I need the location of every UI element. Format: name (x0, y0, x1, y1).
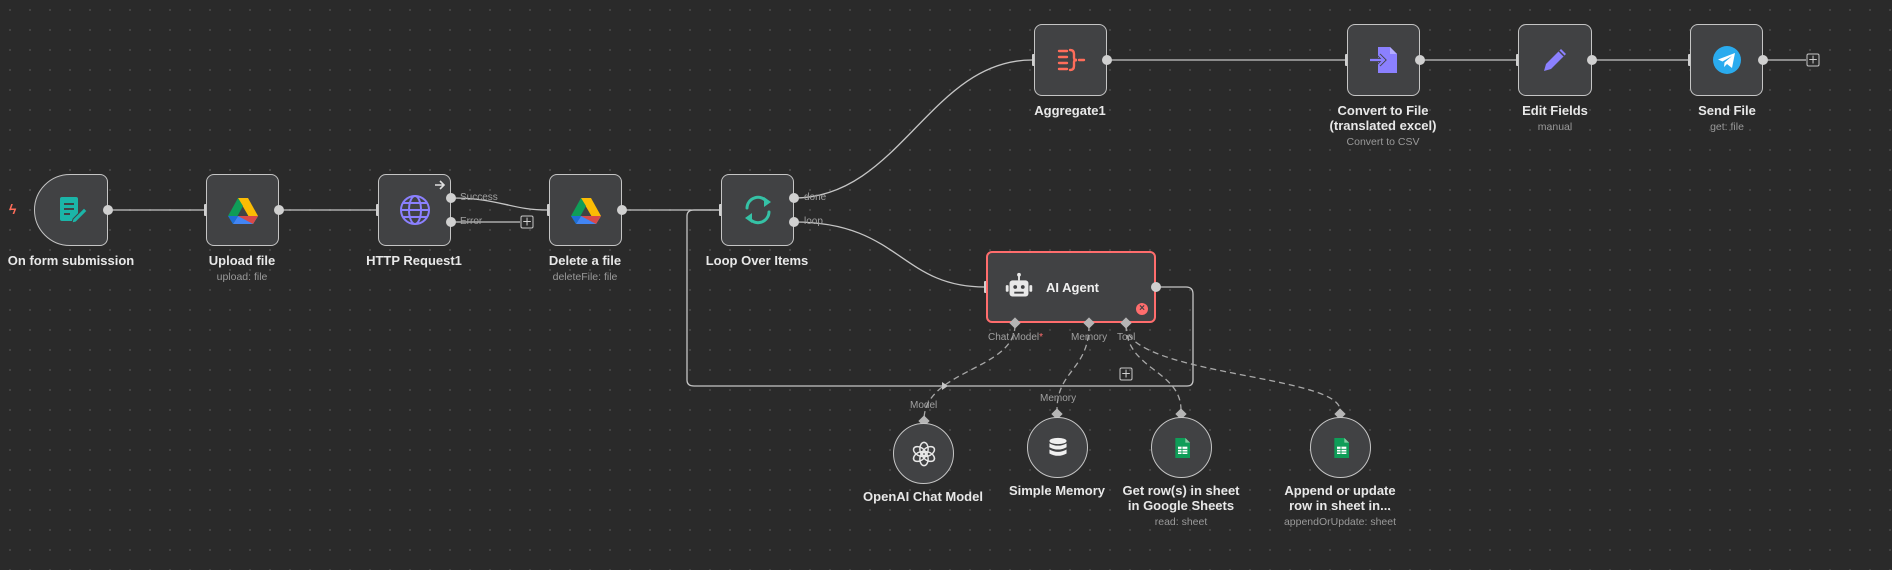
convert-output-port[interactable] (1415, 55, 1425, 65)
convert-title-line1: Convert to File (1337, 103, 1429, 118)
http-request-node[interactable] (378, 174, 451, 246)
simple-memory-title: Simple Memory (1008, 483, 1106, 498)
aggregate-node[interactable] (1034, 24, 1107, 96)
pencil-icon (1544, 49, 1566, 71)
model-input-label: Model (910, 400, 938, 411)
openai-title: OpenAI Chat Model (863, 489, 983, 504)
add-tool-button[interactable]: + (1119, 366, 1133, 381)
robot-icon (1005, 272, 1033, 297)
send-file-node[interactable] (1690, 24, 1763, 96)
openai-chat-model-node[interactable] (893, 423, 954, 484)
globe-icon (399, 195, 430, 225)
edit-fields-title: Edit Fields (1522, 103, 1588, 118)
http-success-port[interactable] (446, 193, 456, 203)
memory-connector-label: Memory (1071, 332, 1108, 343)
send-file-output-port[interactable] (1758, 55, 1768, 65)
convert-subtitle: Convert to CSV (1346, 136, 1420, 148)
upload-file-output-port[interactable] (274, 205, 284, 215)
send-file-title: Send File (1698, 103, 1756, 118)
ai-agent-node[interactable]: AI Agent × (986, 251, 1156, 323)
file-convert-icon (1369, 47, 1397, 73)
delete-file-node[interactable] (549, 174, 622, 246)
form-trigger-title: On form submission (7, 253, 135, 268)
loop-done-port[interactable] (789, 193, 799, 203)
add-error-node-button[interactable]: + (520, 214, 534, 229)
memory-input-label: Memory (1040, 393, 1077, 404)
form-trigger-output-port[interactable] (103, 205, 113, 215)
ai-agent-output-port[interactable] (1151, 282, 1161, 292)
loop-title: Loop Over Items (705, 253, 809, 268)
http-request-title: HTTP Request1 (366, 253, 462, 268)
append-rows-title-line1: Append or update (1284, 483, 1396, 498)
tool-connector-label: Tool (1117, 332, 1136, 343)
convert-title-line2: (translated excel) (1329, 118, 1437, 133)
append-rows-title-line2: row in sheet in... (1289, 498, 1391, 513)
aggregate-output-port[interactable] (1102, 55, 1112, 65)
loop-port-label: loop (804, 216, 823, 227)
arrow-right-icon (435, 180, 446, 190)
google-drive-icon (570, 198, 601, 224)
upload-file-subtitle: upload: file (216, 271, 268, 283)
loop-refresh-icon (744, 195, 771, 225)
convert-to-file-node[interactable] (1347, 24, 1420, 96)
loop-loop-port[interactable] (789, 217, 799, 227)
append-rows-node[interactable] (1310, 417, 1371, 478)
aggregate-title: Aggregate1 (1034, 103, 1106, 118)
edit-fields-node[interactable] (1518, 24, 1592, 96)
upload-file-node[interactable] (206, 174, 279, 246)
http-error-port[interactable] (446, 217, 456, 227)
delete-file-output-port[interactable] (617, 205, 627, 215)
simple-memory-node[interactable] (1027, 417, 1088, 478)
form-edit-icon (60, 197, 88, 224)
get-rows-title-line2: in Google Sheets (1127, 498, 1235, 513)
google-drive-icon (227, 198, 258, 224)
database-icon (1048, 437, 1067, 456)
google-sheets-icon (1333, 437, 1349, 458)
openai-icon (912, 441, 935, 466)
delete-file-subtitle: deleteFile: file (552, 271, 618, 283)
upload-file-title: Upload file (208, 253, 276, 268)
form-trigger-node[interactable] (34, 174, 108, 246)
loop-over-items-node[interactable] (721, 174, 794, 246)
trigger-bolt-icon: ϟ (9, 201, 17, 217)
chat-model-connector-label: Chat Model* (988, 332, 1044, 343)
google-sheets-icon (1174, 437, 1190, 458)
add-node-button[interactable]: + (1806, 52, 1820, 67)
get-rows-node[interactable] (1151, 417, 1212, 478)
telegram-icon (1712, 46, 1741, 74)
error-port-label: Error (460, 216, 483, 227)
done-port-label: done (804, 192, 827, 203)
edit-fields-output-port[interactable] (1587, 55, 1597, 65)
ai-agent-title: AI Agent (1046, 279, 1099, 295)
aggregate-icon (1057, 48, 1085, 72)
append-rows-subtitle: appendOrUpdate: sheet (1283, 516, 1397, 528)
get-rows-subtitle: read: sheet (1154, 516, 1208, 528)
send-file-subtitle: get: file (1710, 121, 1744, 133)
get-rows-title-line1: Get row(s) in sheet (1122, 483, 1240, 498)
delete-file-title: Delete a file (548, 253, 622, 268)
error-warning-icon[interactable]: × (1136, 303, 1148, 315)
success-port-label: Success (460, 192, 498, 203)
edit-fields-subtitle: manual (1537, 121, 1573, 133)
